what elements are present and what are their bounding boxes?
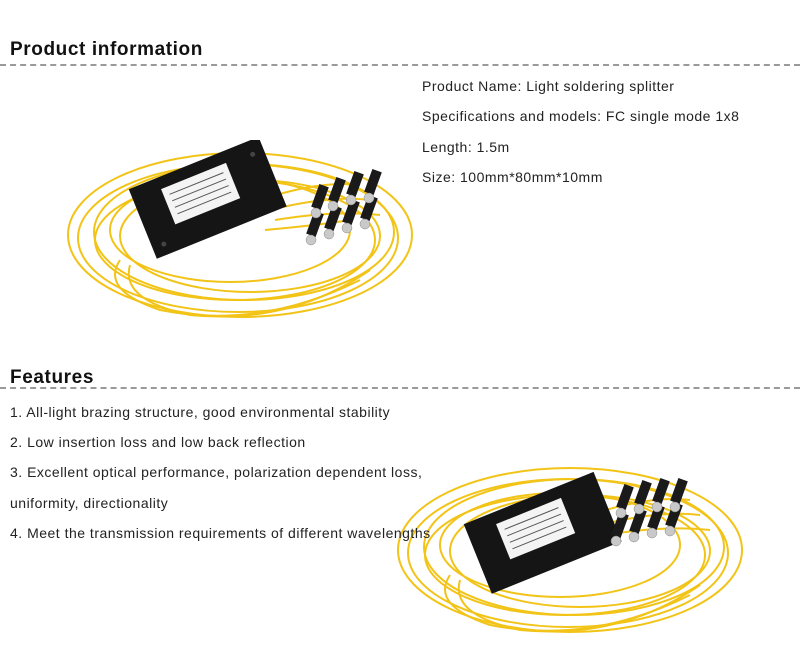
feature-item: 3. Excellent optical performance, polari…: [10, 464, 423, 480]
splitter-box-2: [463, 471, 622, 594]
product-info-title: Product information: [10, 39, 203, 60]
features-title: Features: [10, 367, 95, 388]
spec-length: Length: 1.5m: [422, 139, 510, 155]
feature-item: 2. Low insertion loss and low back refle…: [10, 434, 306, 450]
fc-connectors-2: [610, 478, 688, 547]
splitter-product-photo-2: [390, 455, 760, 645]
splitter-product-photo: [60, 140, 430, 330]
fc-connectors: [305, 169, 382, 246]
product-info-divider: [0, 64, 800, 66]
spec-size: Size: 100mm*80mm*10mm: [422, 169, 603, 185]
feature-item: 1. All-light brazing structure, good env…: [10, 404, 391, 420]
splitter-box: [128, 140, 287, 259]
spec-model: Specifications and models: FC single mod…: [422, 108, 740, 124]
spec-product-name: Product Name: Light soldering splitter: [422, 78, 675, 94]
feature-item: 4. Meet the transmission requirements of…: [10, 525, 431, 541]
features-divider: [0, 387, 800, 389]
feature-item: uniformity, directionality: [10, 495, 169, 511]
